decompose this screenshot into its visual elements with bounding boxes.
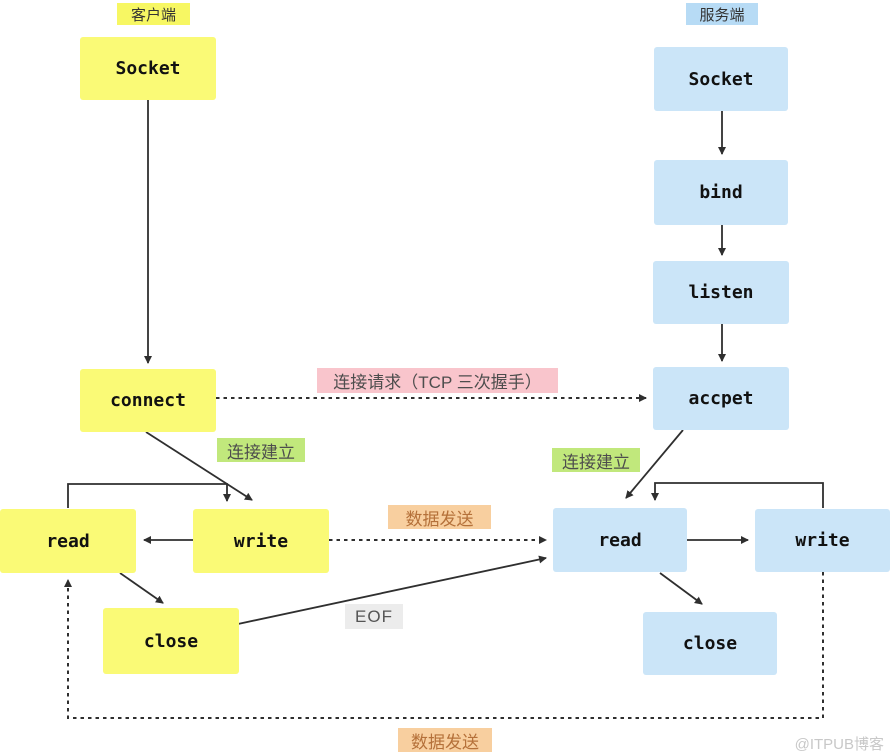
connection-established-client-label: 连接建立 bbox=[217, 438, 305, 462]
eof-label: EOF bbox=[345, 604, 403, 629]
client-socket-box: Socket bbox=[80, 37, 216, 100]
arrow-connect-to-client-write bbox=[145, 431, 253, 501]
connection-request-label: 连接请求（TCP 三次握手） bbox=[317, 368, 558, 393]
server-write-box: write bbox=[755, 509, 890, 572]
client-read-box: read bbox=[0, 509, 136, 573]
server-close-box: close bbox=[643, 612, 777, 675]
itpub-watermark: @ITPUB博客 bbox=[794, 736, 884, 753]
server-accpet-box: accpet bbox=[653, 367, 789, 430]
data-send-top-label: 数据发送 bbox=[388, 505, 491, 529]
arrow-server-write-to-read-loop bbox=[651, 482, 824, 508]
arrow-client-read-to-close bbox=[119, 572, 164, 604]
client-write-box: write bbox=[193, 509, 329, 573]
arrow-client-close-to-server-read-eof bbox=[237, 555, 547, 625]
connection-established-server-label: 连接建立 bbox=[552, 448, 640, 472]
client-column-header: 客户端 bbox=[117, 3, 190, 25]
client-connect-box: connect bbox=[80, 369, 216, 432]
server-socket-box: Socket bbox=[654, 47, 788, 111]
server-bind-box: bind bbox=[654, 160, 788, 225]
arrow-server-write-to-client-read-dashed bbox=[64, 572, 824, 719]
server-listen-box: listen bbox=[653, 261, 789, 324]
server-read-box: read bbox=[553, 508, 687, 572]
client-close-box: close bbox=[103, 608, 239, 674]
server-column-header: 服务端 bbox=[686, 3, 758, 25]
data-send-bottom-label: 数据发送 bbox=[398, 728, 492, 752]
arrow-accpet-to-server-read bbox=[625, 429, 684, 499]
arrow-server-read-to-close bbox=[659, 572, 703, 605]
arrow-client-read-to-write-loop bbox=[67, 483, 231, 508]
